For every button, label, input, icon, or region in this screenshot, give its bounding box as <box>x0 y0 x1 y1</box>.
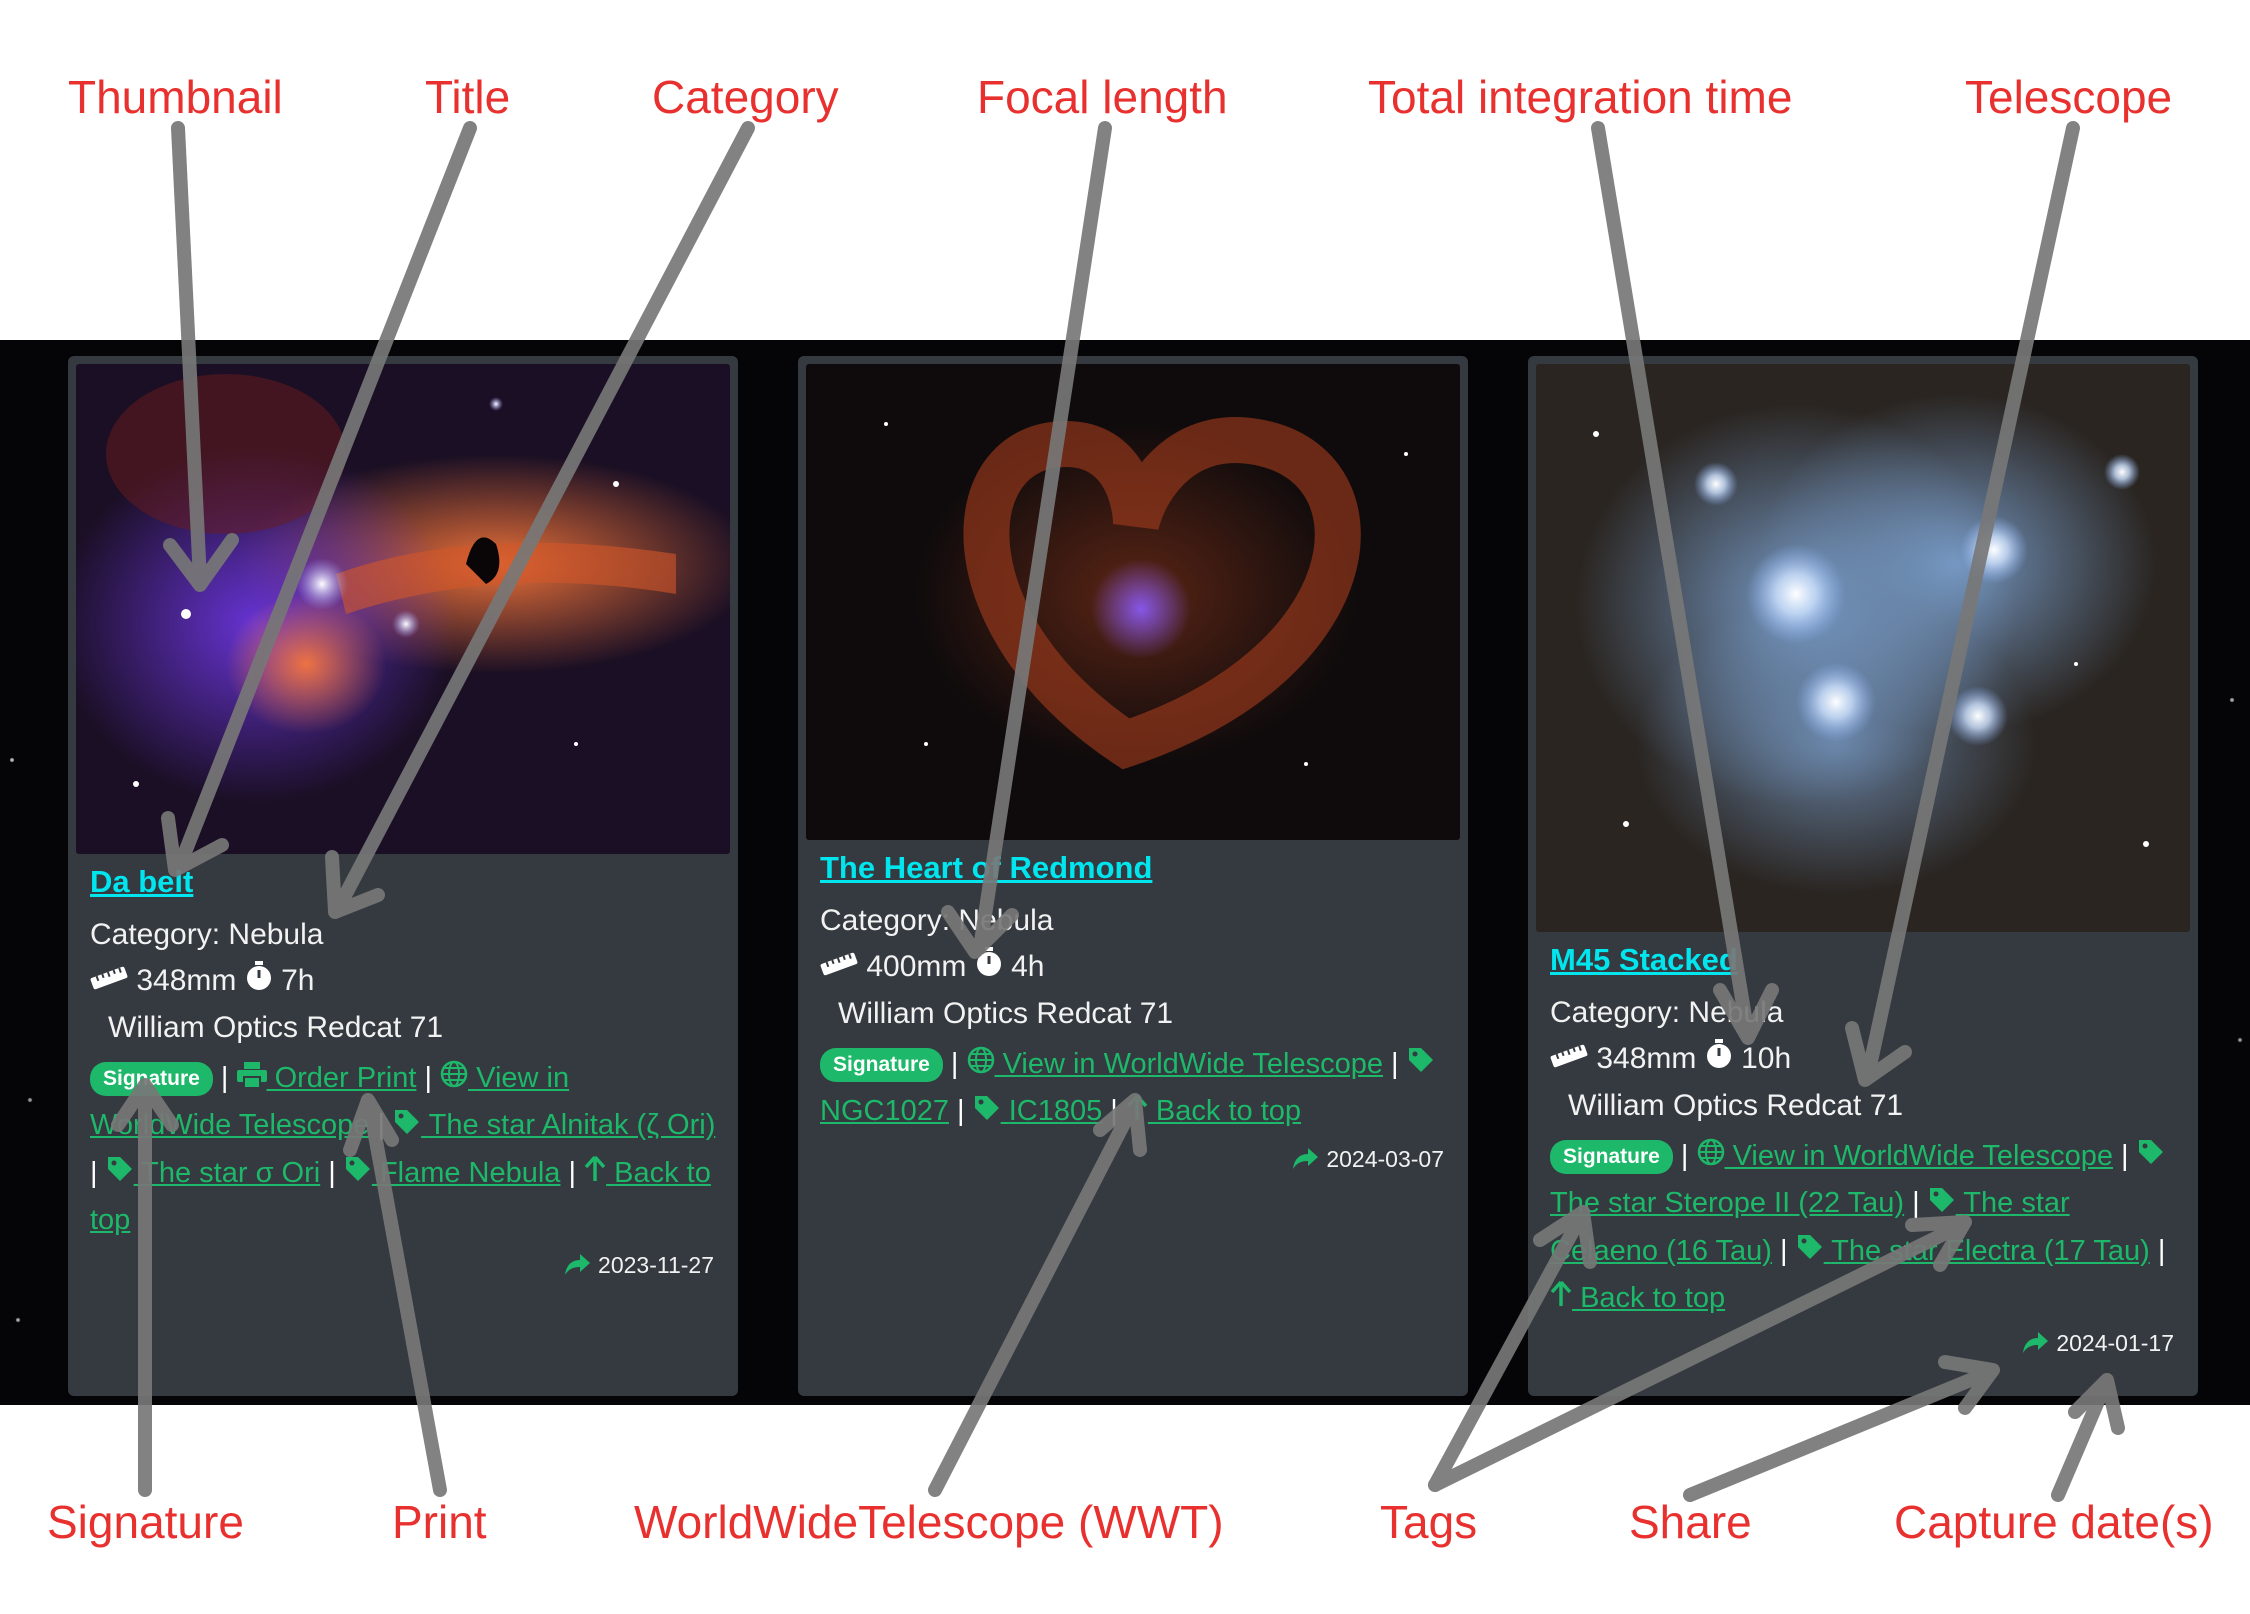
stopwatch-icon <box>975 945 1003 991</box>
tag-link[interactable]: IC1805 <box>973 1095 1102 1127</box>
thumbnail-image[interactable] <box>76 364 730 854</box>
globe-icon <box>967 1042 995 1088</box>
back-to-top-link[interactable]: Back to top <box>90 1155 711 1236</box>
tag-icon <box>1928 1182 1956 1228</box>
card-title[interactable]: The Heart of Redmond <box>820 850 1153 885</box>
tag-icon <box>1407 1042 1435 1088</box>
tag-link[interactable]: The star Alnitak (ζ Ori) <box>393 1109 715 1141</box>
tag-icon <box>106 1151 134 1197</box>
focal-length: 348mm <box>136 964 237 997</box>
focal-length: 400mm <box>866 950 967 983</box>
image-card: M45 Stacked Category: Nebula 348mm 10h W… <box>1528 356 2198 1396</box>
capture-date: 2024-01-17 <box>2056 1330 2174 1357</box>
tag-icon <box>344 1151 372 1197</box>
category-text: Category: Nebula <box>1550 996 1784 1029</box>
date-row: 2024-03-07 <box>1292 1146 1444 1176</box>
annotation-capture-dates: Capture date(s) <box>1894 1496 2214 1548</box>
specs-row: 400mm 4h <box>820 944 1446 991</box>
print-icon <box>236 1056 267 1102</box>
annotation-telescope: Telescope <box>1965 71 2173 123</box>
integration-time: 10h <box>1741 1042 1792 1075</box>
annotation-share: Share <box>1629 1496 1752 1548</box>
ruler-icon <box>820 945 858 991</box>
annotation-focal-length: Focal length <box>977 71 1228 123</box>
tag-icon <box>393 1104 421 1150</box>
tag-link[interactable]: The star σ Ori <box>106 1157 320 1189</box>
stopwatch-icon <box>245 959 273 1005</box>
wwt-link[interactable]: View in WorldWide Telescope <box>967 1047 1383 1080</box>
annotation-signature: Signature <box>47 1496 244 1548</box>
stopwatch-icon <box>1705 1037 1733 1083</box>
back-to-top-link[interactable]: Back to top <box>1550 1281 1725 1314</box>
order-print-link[interactable]: Order Print <box>236 1062 416 1094</box>
arrow-up-icon <box>1126 1090 1148 1136</box>
globe-icon <box>1697 1134 1725 1180</box>
thumbnail-image[interactable] <box>1536 364 2190 932</box>
tag-link[interactable]: NGC1027 <box>820 1048 1435 1127</box>
ruler-icon <box>1550 1037 1588 1083</box>
telescope-text: William Optics Redcat 71 <box>108 1011 444 1045</box>
card-links: Signature | View in WorldWide Telescope … <box>1550 1133 2176 1322</box>
category-text: Category: Nebula <box>90 918 324 951</box>
annotation-title: Title <box>425 71 511 123</box>
signature-badge: Signature <box>820 1048 943 1083</box>
capture-date: 2024-03-07 <box>1326 1146 1444 1173</box>
specs-row: 348mm 10h <box>1550 1036 2176 1083</box>
tag-link[interactable]: The star Electra (17 Tau) <box>1796 1235 2150 1267</box>
image-card: The Heart of Redmond Category: Nebula 40… <box>798 356 1468 1396</box>
date-row: 2024-01-17 <box>2022 1330 2174 1360</box>
globe-icon <box>440 1056 468 1102</box>
image-card: Da belt Category: Nebula 348mm 7h Willia… <box>68 356 738 1396</box>
telescope-text: William Optics Redcat 71 <box>838 997 1174 1031</box>
wwt-link[interactable]: View in WorldWide Telescope <box>1697 1139 2113 1172</box>
signature-badge: Signature <box>1550 1140 1673 1175</box>
arrow-up-icon <box>1550 1276 1572 1322</box>
focal-length: 348mm <box>1596 1042 1697 1075</box>
date-row: 2023-11-27 <box>564 1252 714 1282</box>
capture-date: 2023-11-27 <box>598 1252 714 1279</box>
annotation-print: Print <box>392 1496 487 1548</box>
annotation-tags: Tags <box>1380 1496 1478 1548</box>
arrow-up-icon <box>584 1151 606 1197</box>
signature-badge: Signature <box>90 1062 213 1097</box>
integration-time: 4h <box>1011 950 1045 983</box>
category-text: Category: Nebula <box>820 904 1054 937</box>
annotation-category: Category <box>652 71 839 123</box>
card-title[interactable]: M45 Stacked <box>1550 942 1738 977</box>
telescope-text: William Optics Redcat 71 <box>1568 1089 1904 1123</box>
tag-link[interactable]: The star Sterope II (22 Tau) <box>1550 1140 2165 1219</box>
share-icon[interactable] <box>2022 1330 2050 1360</box>
ruler-icon <box>90 959 128 1005</box>
share-icon[interactable] <box>564 1252 592 1282</box>
card-links: Signature | Order Print | View in WorldW… <box>90 1055 716 1243</box>
card-links: Signature | View in WorldWide Telescope … <box>820 1041 1446 1136</box>
back-to-top-link[interactable]: Back to top <box>1126 1094 1301 1127</box>
card-title[interactable]: Da belt <box>90 864 194 899</box>
share-icon[interactable] <box>1292 1146 1320 1176</box>
specs-row: 348mm 7h <box>90 958 716 1005</box>
tag-icon <box>2137 1134 2165 1180</box>
tag-link[interactable]: Flame Nebula <box>344 1157 560 1189</box>
annotation-thumbnail: Thumbnail <box>68 71 283 123</box>
annotation-wwt: WorldWideTelescope (WWT) <box>634 1496 1224 1548</box>
annotation-integration-time: Total integration time <box>1368 71 1793 123</box>
integration-time: 7h <box>281 964 315 997</box>
tag-icon <box>973 1090 1001 1136</box>
thumbnail-image[interactable] <box>806 364 1460 840</box>
tag-icon <box>1796 1229 1824 1275</box>
